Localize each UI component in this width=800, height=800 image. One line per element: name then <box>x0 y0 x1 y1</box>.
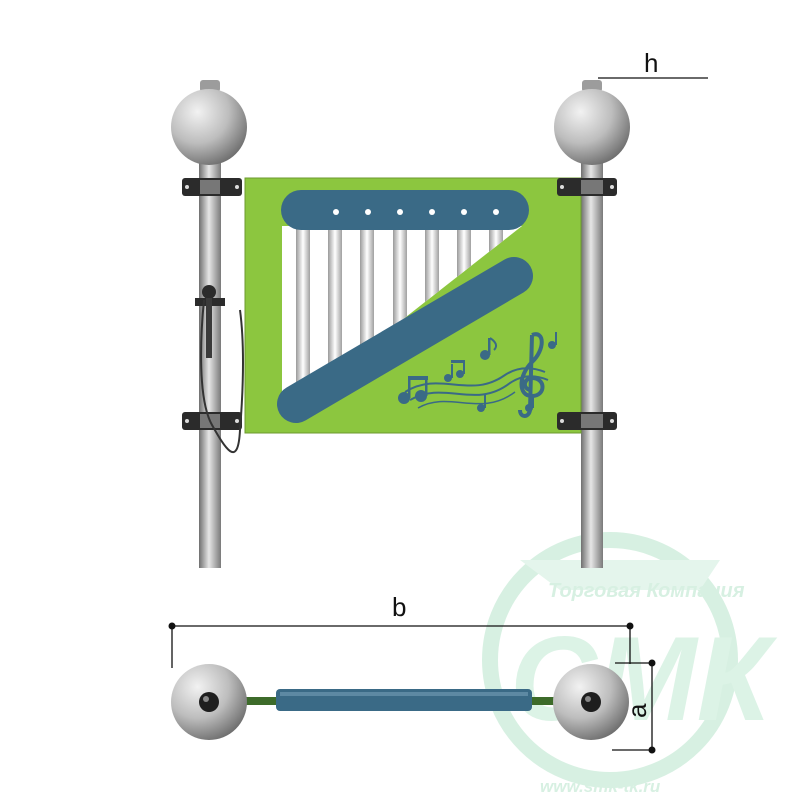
mallet-cable <box>200 299 244 454</box>
mallet-handle <box>206 298 212 358</box>
music-note-icon <box>425 376 428 396</box>
dimension-h: h <box>598 48 708 79</box>
music-note-icon <box>480 350 490 360</box>
top-view: b a <box>168 592 656 754</box>
music-notes-decoration <box>398 332 557 418</box>
music-note-icon <box>477 404 485 412</box>
dimension-h-label: h <box>644 48 658 78</box>
music-note-icon <box>555 332 557 345</box>
watermark-brand: СМК <box>510 612 778 746</box>
music-note-icon <box>548 341 556 349</box>
music-note-icon <box>408 376 428 380</box>
music-note-icon <box>451 364 453 378</box>
bar-hole <box>397 209 403 215</box>
front-view: h <box>171 48 708 568</box>
top-chime-bar <box>281 190 529 230</box>
music-note-icon <box>484 394 486 408</box>
right-post <box>581 110 603 568</box>
right-ball-cap <box>554 89 630 165</box>
clamps <box>182 178 617 430</box>
mallet-head <box>202 285 216 299</box>
music-note-icon <box>463 360 465 374</box>
music-note-icon <box>488 338 491 355</box>
bar-hole <box>429 209 435 215</box>
music-note-icon <box>408 378 411 398</box>
music-note-icon <box>525 404 533 412</box>
left-cap-top <box>200 80 220 92</box>
right-cap-top <box>582 80 602 92</box>
bar-hole <box>493 209 499 215</box>
music-note-icon <box>532 395 534 408</box>
dimension-b: b <box>168 592 634 668</box>
bar-hole <box>365 209 371 215</box>
music-note-flag <box>489 337 498 351</box>
bar-holes <box>333 209 499 215</box>
diagonal-chime-bar <box>277 257 533 423</box>
top-view-right-post-top <box>581 692 601 712</box>
watermark-ring <box>482 532 738 788</box>
music-note-icon <box>444 374 452 382</box>
chime-tube <box>328 226 342 400</box>
chime-tube <box>296 226 310 400</box>
bar-hole <box>333 209 339 215</box>
watermark-url: www.smk-tk.ru <box>540 777 661 796</box>
staff-wave <box>417 391 516 409</box>
watermark-c-shape <box>520 560 720 590</box>
music-note-icon <box>451 360 465 363</box>
dimension-a: a <box>612 659 656 754</box>
dimension-b-label: b <box>392 592 406 622</box>
watermark-company: Торговая Компания <box>548 580 745 602</box>
top-view-left-post-top <box>199 692 219 712</box>
dimension-a-label: a <box>622 703 652 718</box>
music-note-icon <box>415 390 427 402</box>
mallet-assembly <box>195 285 244 454</box>
bar-hole <box>461 209 467 215</box>
left-ball-cap <box>171 89 247 165</box>
music-note-icon <box>456 370 464 378</box>
watermark: Торговая Компания СМК www.smk-tk.ru <box>482 532 778 796</box>
music-note-icon <box>398 392 410 404</box>
